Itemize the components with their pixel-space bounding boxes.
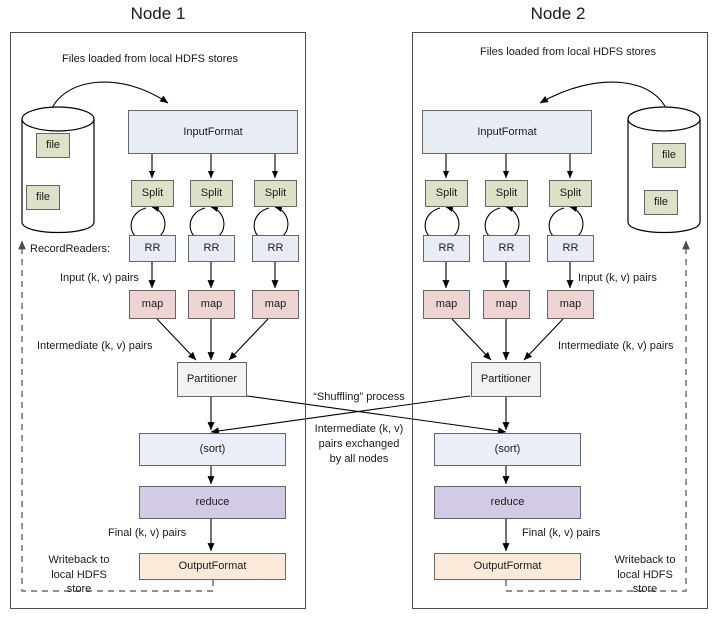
shuffle-description-line2: pairs exchanged xyxy=(318,438,400,450)
node2-load-arrow xyxy=(539,81,669,114)
node1-recordreader-1: RR xyxy=(129,235,176,262)
node2-file-1: file xyxy=(652,143,686,168)
shuffle-line-n1-to-n2 xyxy=(246,395,507,435)
node1-outputformat: OutputFormat xyxy=(139,553,286,580)
node2-file-2: file xyxy=(644,190,678,215)
node2-inputformat: InputFormat xyxy=(422,110,592,154)
node1-map-1: map xyxy=(129,290,176,319)
node1-split-1: Split xyxy=(131,180,174,207)
shuffle-line-n2-to-n1 xyxy=(210,395,471,435)
shuffle-description-line3: by all nodes xyxy=(329,453,389,465)
node2-title: Node 2 xyxy=(530,4,586,23)
node1-map-3: map xyxy=(252,290,299,319)
node1-writeback-path xyxy=(18,240,214,592)
node2-reduce: reduce xyxy=(434,486,581,519)
node2-partitioner: Partitioner xyxy=(471,362,541,397)
node1-recordreaders-label: RecordReaders: xyxy=(30,243,111,255)
node1-split-3: Split xyxy=(254,180,297,207)
node1-file-1: file xyxy=(36,133,70,158)
node1-file-2: file xyxy=(26,185,60,210)
node2-header-caption: Files loaded from local HDFS stores xyxy=(479,46,657,58)
shuffle-process-label: “Shuffling” process xyxy=(313,391,405,403)
node2-intermediate-pairs-label: Intermediate (k, v) pairs xyxy=(558,340,674,352)
node2-recordreader-2: RR xyxy=(483,235,530,262)
node1-intermediate-pairs-label: Intermediate (k, v) pairs xyxy=(37,340,153,352)
node2-split-3: Split xyxy=(549,180,592,207)
node2-recordreader-3: RR xyxy=(547,235,594,262)
node1-reduce: reduce xyxy=(139,486,286,519)
node2-writeback-label: Writeback to local HDFS store xyxy=(614,554,676,596)
node1-partitioner: Partitioner xyxy=(177,362,247,397)
node1-split-2: Split xyxy=(190,180,233,207)
node1-recordreader-3: RR xyxy=(252,235,299,262)
node2-frame xyxy=(412,32,708,609)
node1-writeback-label: Writeback to local HDFS store xyxy=(48,554,110,596)
node1-title: Node 1 xyxy=(130,4,186,23)
node2-map-2: map xyxy=(483,290,530,319)
node2-input-pairs-label: Input (k, v) pairs xyxy=(578,272,657,284)
node1-final-pairs-label: Final (k, v) pairs xyxy=(108,527,187,539)
node1-input-pairs-label: Input (k, v) pairs xyxy=(60,272,139,284)
node1-load-arrow xyxy=(49,81,169,114)
node1-map-2: map xyxy=(188,290,235,319)
node2-map-1: map xyxy=(423,290,470,319)
node1-header-caption: Files loaded from local HDFS stores xyxy=(61,53,239,65)
shuffle-description-line1: Intermediate (k, v) xyxy=(314,423,404,435)
node2-map-3: map xyxy=(547,290,594,319)
node2-outputformat: OutputFormat xyxy=(434,553,581,580)
node1-frame xyxy=(10,32,306,609)
node2-writeback-path xyxy=(505,240,690,592)
node1-inputformat: InputFormat xyxy=(128,110,298,154)
node1-recordreader-2: RR xyxy=(188,235,235,262)
node2-final-pairs-label: Final (k, v) pairs xyxy=(522,527,601,539)
node2-split-2: Split xyxy=(485,180,528,207)
node2-sort: (sort) xyxy=(434,433,581,466)
node1-sort: (sort) xyxy=(139,433,286,466)
node2-recordreader-1: RR xyxy=(423,235,470,262)
node2-split-1: Split xyxy=(425,180,468,207)
